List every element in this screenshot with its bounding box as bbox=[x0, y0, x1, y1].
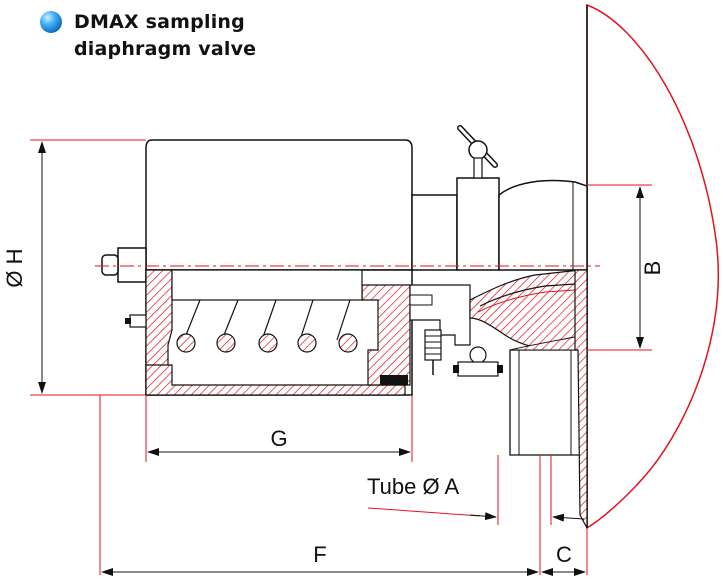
weld-flange bbox=[574, 269, 588, 529]
valve-body bbox=[456, 177, 588, 271]
dim-label-c: C bbox=[556, 542, 572, 567]
dim-label-a: Tube Ø A bbox=[367, 474, 459, 499]
title-line-1: DMAX sampling bbox=[74, 11, 245, 33]
extension-lines bbox=[30, 139, 652, 575]
bullet-icon bbox=[40, 11, 62, 33]
dim-line-a-right bbox=[552, 513, 585, 522]
title-line-2: diaphragm valve bbox=[74, 38, 257, 60]
dim-label-b: B bbox=[640, 261, 665, 276]
dim-line-a-left bbox=[469, 512, 497, 521]
dim-label-h: Ø H bbox=[2, 248, 27, 287]
actuator-housing bbox=[145, 139, 458, 271]
dim-label-g: G bbox=[270, 426, 287, 451]
diaphragm-section bbox=[409, 269, 588, 377]
dimension-lines bbox=[38, 141, 644, 576]
clamp-handle bbox=[457, 125, 498, 179]
sampling-tube bbox=[509, 335, 581, 456]
spring-chamber-section bbox=[125, 269, 413, 396]
dim-label-f: F bbox=[313, 542, 326, 567]
shaft-stub bbox=[101, 247, 147, 283]
